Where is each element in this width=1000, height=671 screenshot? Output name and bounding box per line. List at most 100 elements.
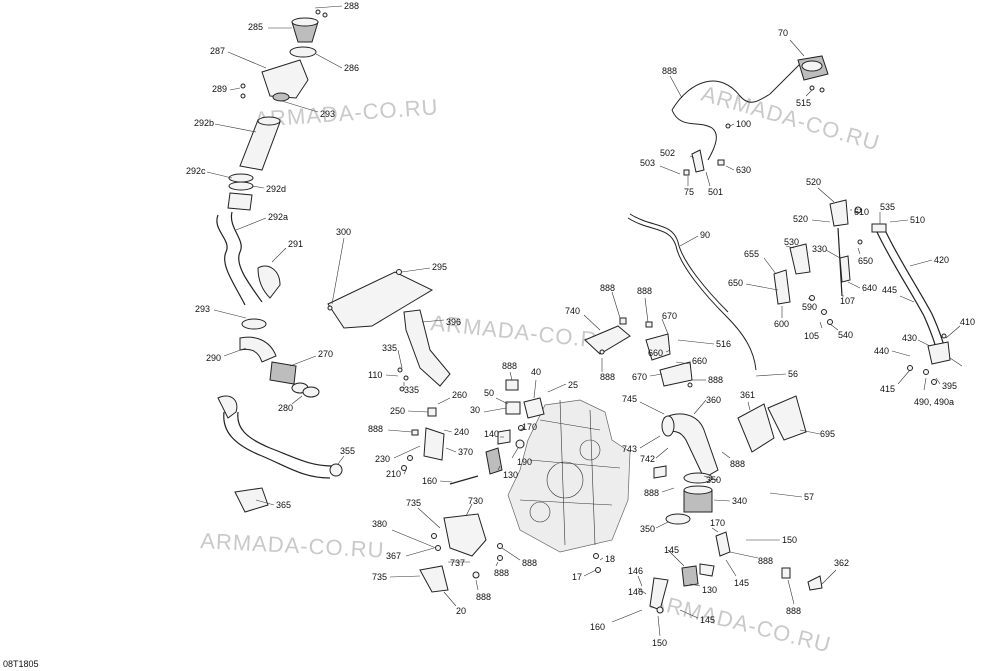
callout-label: 57 [804, 492, 814, 502]
callout-label: 30 [470, 405, 480, 415]
callout-label: 250 [390, 406, 405, 416]
callout-label: 670 [662, 311, 677, 321]
callout-label: 362 [834, 558, 849, 568]
callout-label: 150 [652, 638, 667, 648]
callout-label: 367 [386, 551, 401, 561]
callout-label: 75 [684, 187, 694, 197]
callout-label: 160 [422, 476, 437, 486]
callout-label: 292a [268, 212, 288, 222]
callout-label: 888 [786, 606, 801, 616]
callout-label: 630 [736, 165, 751, 175]
callout-label: 210 [386, 469, 401, 479]
callout-label: 105 [804, 331, 819, 341]
callout-label: 292d [266, 184, 286, 194]
watermark: ARMADA-CO.RU [200, 528, 385, 563]
callout-label: 20 [456, 606, 466, 616]
callout-label: 288 [344, 1, 359, 11]
callout-label: 888 [662, 66, 677, 76]
callout-label: 670 [632, 372, 647, 382]
callout-label: 145 [664, 545, 679, 555]
callout-label: 888 [494, 568, 509, 578]
callout-label: 888 [637, 286, 652, 296]
callout-label: 146 [628, 566, 643, 576]
throttle-cable [627, 217, 757, 371]
engine-block [507, 399, 631, 553]
muffler-bracket-parts [593, 531, 823, 614]
callout-label: 330 [812, 244, 827, 254]
callout-label: 510 [910, 215, 925, 225]
watermark: ARMADA-CO.RU [699, 81, 883, 156]
callout-label: 735 [372, 572, 387, 582]
callout-label: 17 [572, 572, 582, 582]
heat-shield-panel [327, 269, 434, 329]
callout-label: 293 [195, 304, 210, 314]
callout-label: 289 [212, 84, 227, 94]
callout-label: 50 [484, 388, 494, 398]
callout-label: 292b [194, 118, 214, 128]
callout-label: 293 [320, 109, 335, 119]
callout-label: 535 [880, 202, 895, 212]
callout-label: 340 [732, 496, 747, 506]
intake-cap-assembly [240, 9, 328, 102]
callout-label: 888 [758, 556, 773, 566]
callout-label: 650 [858, 256, 873, 266]
callout-label: 660 [648, 348, 663, 358]
callout-label: 888 [522, 558, 537, 568]
callout-label: 286 [344, 63, 359, 73]
callout-label: 655 [744, 249, 759, 259]
callout-label: 600 [774, 319, 789, 329]
callout-label: 502 [660, 148, 675, 158]
callout-label: 888 [708, 375, 723, 385]
callout-label: 660 [692, 356, 707, 366]
throttle-cable-inner [629, 213, 729, 313]
callout-label: 230 [375, 454, 390, 464]
callout-label: 300 [336, 227, 351, 237]
diagram-code: 08T1805 [3, 659, 39, 669]
callout-label: 150 [782, 535, 797, 545]
duct-hose-lower [217, 395, 343, 513]
callout-label: 415 [880, 384, 895, 394]
shift-linkage-assembly [773, 199, 863, 325]
gear-selector-rod [871, 223, 951, 385]
callout-label: 365 [276, 500, 291, 510]
callout-label: 107 [840, 296, 855, 306]
callout-label: 145 [700, 615, 715, 625]
callout-label: 742 [640, 454, 655, 464]
callout-label: 737 [450, 558, 465, 568]
callout-label: 355 [340, 446, 355, 456]
callout-label: 530 [784, 237, 799, 247]
air-duct-bracket [403, 309, 451, 387]
callout-label: 287 [210, 46, 225, 56]
callout-label: 590 [802, 302, 817, 312]
callout-label: 730 [468, 496, 483, 506]
callout-label: 888 [600, 372, 615, 382]
callout-label: 501 [708, 187, 723, 197]
callout-label: 650 [728, 278, 743, 288]
callout-label: 90 [700, 230, 710, 240]
mounting-bracket-lower [419, 513, 503, 593]
callout-label: 888 [476, 592, 491, 602]
callout-label: 745 [622, 394, 637, 404]
callout-label: 240 [454, 427, 469, 437]
callout-label: 540 [838, 330, 853, 340]
callout-label: 25 [568, 380, 578, 390]
callout-label: 146 [628, 587, 643, 597]
callout-label: 396 [446, 317, 461, 327]
callout-label: 70 [778, 28, 788, 38]
callout-label: 56 [788, 369, 798, 379]
callout-label: 260 [452, 390, 467, 400]
exhaust-pipe [653, 413, 719, 525]
callout-label: 130 [503, 470, 518, 480]
callout-label: 610 [854, 207, 869, 217]
callout-label: 100 [736, 119, 751, 129]
callout-label: 280 [278, 403, 293, 413]
callout-label: 360 [706, 395, 721, 405]
callout-label: 170 [710, 518, 725, 528]
callout-label: 520 [806, 177, 821, 187]
callout-label: 335 [382, 343, 397, 353]
heat-shields-right [737, 395, 807, 453]
callout-label: 285 [248, 22, 263, 32]
callout-label: 292c [186, 166, 206, 176]
callout-label: 290 [206, 353, 221, 363]
